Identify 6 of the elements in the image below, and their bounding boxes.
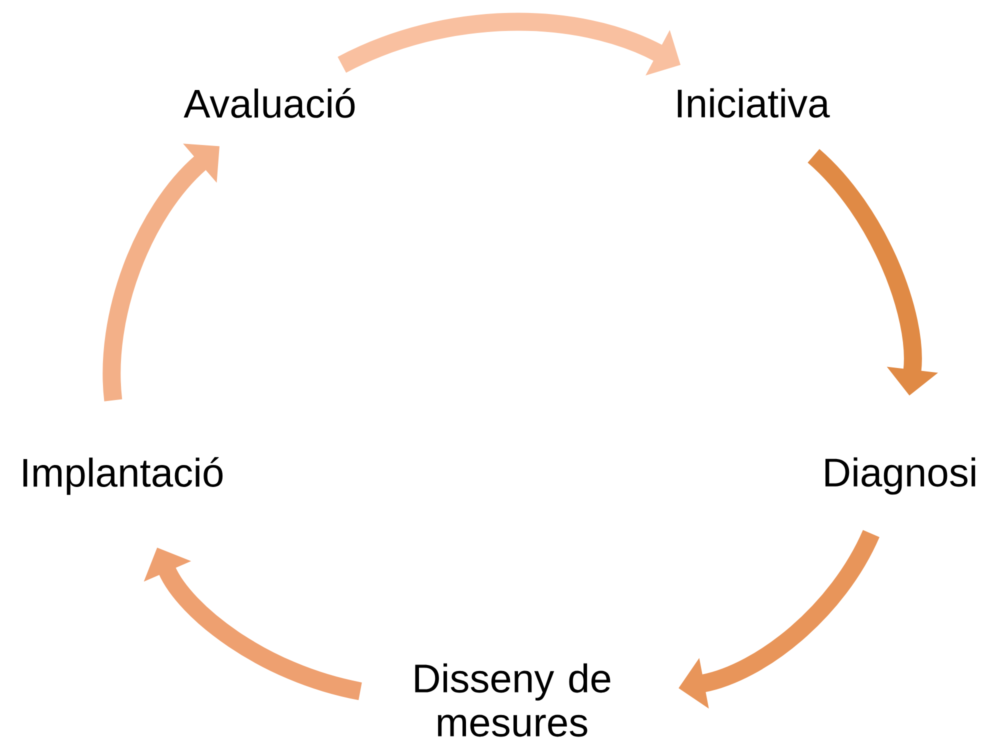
step-label: Iniciativa bbox=[678, 88, 830, 118]
curved-arrow bbox=[102, 144, 220, 401]
step-label: Disseny de mesures bbox=[415, 663, 610, 737]
step-label: Diagnosi bbox=[825, 457, 976, 495]
step-label: Avaluació bbox=[184, 88, 355, 118]
step-label: Implantació bbox=[23, 457, 223, 495]
